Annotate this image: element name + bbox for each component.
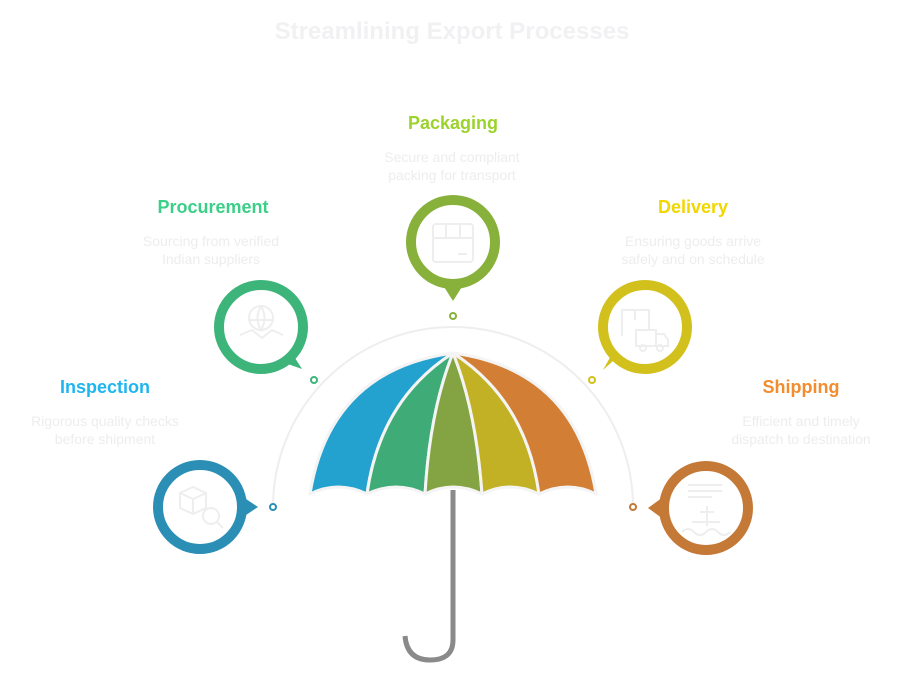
packaging-label: Packaging <box>407 113 499 133</box>
box-search-icon <box>179 485 224 529</box>
handshake-globe-icon <box>239 305 284 340</box>
procurement-badge <box>214 280 308 374</box>
shipping-badge <box>648 461 753 555</box>
umbrella-handle <box>402 490 456 663</box>
connector-arc <box>272 326 634 508</box>
packaging-badge <box>406 195 500 301</box>
page-title: Streamlining Export Processes <box>274 18 630 45</box>
inspection-label: Inspection <box>59 377 150 397</box>
delivery-badge <box>598 280 692 374</box>
umbrella-canopy <box>308 351 598 496</box>
ship-icon <box>681 484 731 536</box>
inspection-badge <box>153 460 258 554</box>
arc-dot-delivery <box>588 376 596 384</box>
shipping-label: Shipping <box>762 377 840 397</box>
arc-dot-procurement <box>310 376 318 384</box>
canopy-segment-shipping <box>451 351 598 496</box>
delivery-label: Delivery <box>657 197 729 217</box>
package-icon <box>432 223 474 263</box>
arc-dot-shipping <box>629 503 637 511</box>
procurement-label: Procurement <box>157 197 269 217</box>
arc-dot-packaging <box>449 312 457 320</box>
arc-dot-inspection <box>269 503 277 511</box>
delivery-truck-icon <box>621 309 669 352</box>
